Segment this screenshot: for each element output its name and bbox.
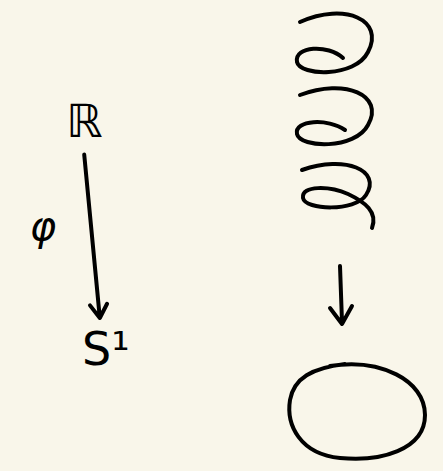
map-label: φ <box>30 204 56 248</box>
math-object: S¹ <box>76 320 136 379</box>
math-symbol: ℝ <box>66 96 102 147</box>
math-object: ℝ <box>60 92 108 151</box>
helix-coil <box>297 14 372 73</box>
math-symbol: S¹ <box>82 324 130 375</box>
helix-coil <box>302 164 373 228</box>
map-arrow <box>84 155 107 318</box>
projection-arrow <box>330 266 352 324</box>
helix-coil <box>297 88 372 144</box>
circle <box>289 364 425 459</box>
